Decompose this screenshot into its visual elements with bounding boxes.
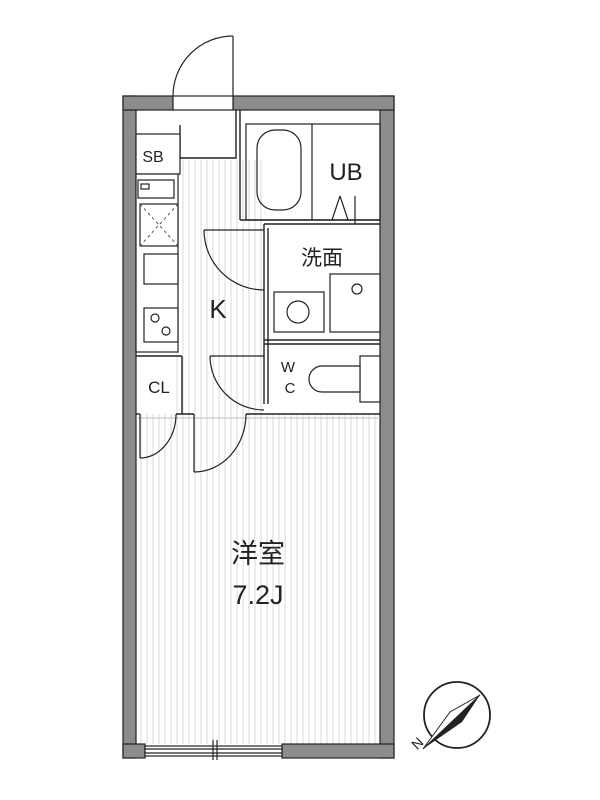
- unit-bath-label: UB: [329, 159, 362, 186]
- sink: [143, 253, 179, 285]
- balcony-window: [144, 740, 283, 760]
- washing-machine-drain: [351, 283, 363, 295]
- outer-walls: [122, 95, 395, 759]
- stove: [143, 307, 179, 343]
- closet-label: CL: [148, 378, 170, 397]
- compass-icon: [422, 681, 491, 750]
- washing-machine-space: [329, 273, 381, 333]
- unit-bath: [245, 123, 381, 221]
- sb-label: SB: [142, 149, 163, 166]
- washbasin-bowl: [286, 300, 310, 324]
- closet-door: [139, 413, 177, 459]
- western-room-size: 7.2J: [232, 580, 283, 610]
- stove-burner: [161, 326, 171, 336]
- western-room-label: 洋室: [231, 539, 285, 569]
- western-room-door: [193, 413, 247, 473]
- toilet-door: [209, 355, 265, 411]
- toilet-fixture: [308, 355, 381, 403]
- compass-north-label: N: [408, 734, 426, 752]
- washbasin: [273, 291, 325, 333]
- washroom-door: [203, 229, 265, 291]
- toilet-label-c: C: [285, 380, 296, 397]
- kitchen-label: K: [209, 294, 227, 324]
- western-room-floor: [136, 414, 381, 744]
- toilet-label-w: W: [281, 359, 296, 376]
- stove-burner: [150, 313, 160, 323]
- washroom-label: 洗面: [301, 247, 343, 270]
- bath-door: [331, 195, 356, 224]
- entrance-door: [172, 35, 234, 111]
